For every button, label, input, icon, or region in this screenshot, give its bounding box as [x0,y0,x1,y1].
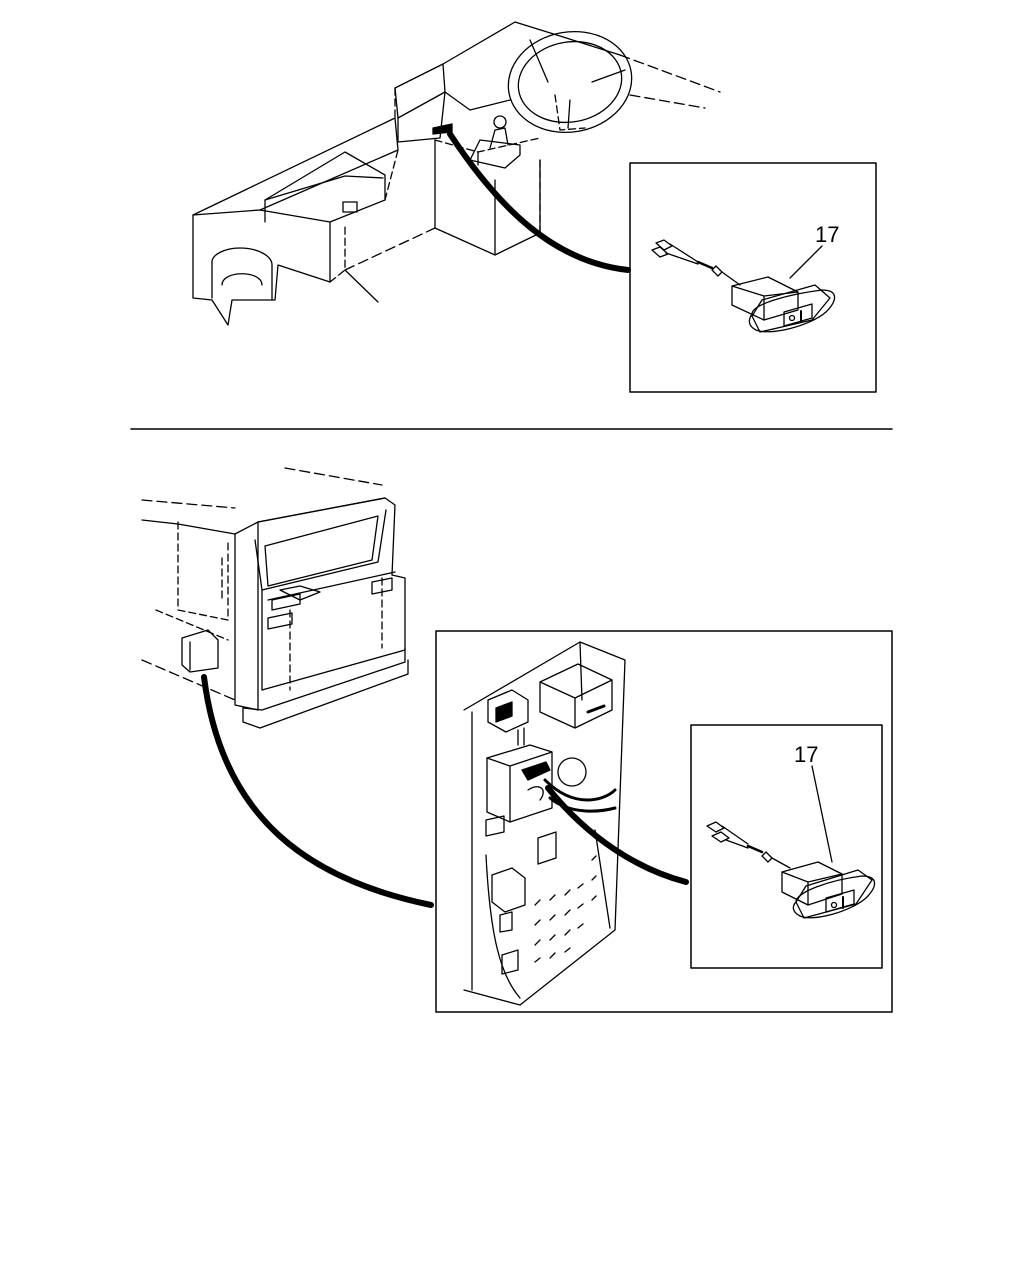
inner-leader-curve [545,785,689,885]
bottom-leader-curve [201,674,434,908]
bottom-part-number-label: 17 [794,742,818,767]
top-detail-box: 17 [629,162,877,393]
bottom-cab-exterior-view [141,467,409,729]
top-cab-dashboard-view [192,21,721,326]
bottom-inner-detail-box: 17 [690,724,883,969]
top-leader-curve [447,131,631,273]
bottom-detail-box [435,630,893,1013]
bottom-callout-leader [811,765,833,863]
top-callout-leader [789,245,823,279]
top-part-number-label: 17 [815,222,839,247]
